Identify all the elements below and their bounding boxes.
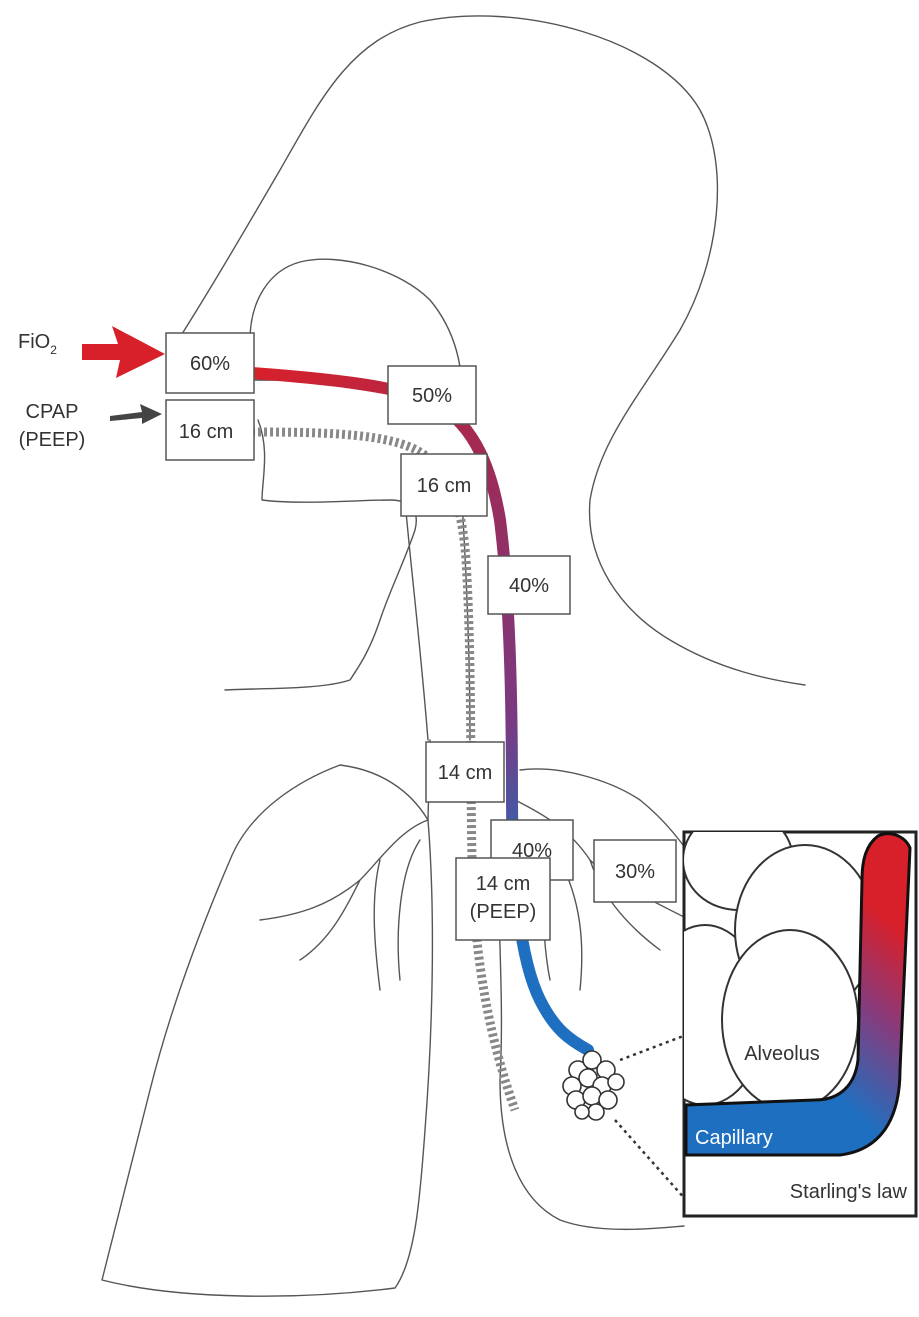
fio2-label: FiO2 [18,331,57,357]
starling-inset: Alveolus Capillary Starling's law [645,810,916,1216]
gray-arrow-icon [110,404,162,424]
alveolus-label: Alveolus [744,1043,820,1065]
left-bronchial-tree [260,820,428,990]
capillary-label: Capillary [695,1127,773,1149]
pressure-label-mouth: 16 cm [166,400,254,460]
cpap-peep-label: (PEEP) [19,429,86,451]
alveolar-cluster-icon [563,1051,624,1120]
svg-text:16 cm: 16 cm [417,475,471,497]
alveolus-bubble [722,930,858,1110]
svg-text:(PEEP): (PEEP) [470,901,537,923]
svg-text:40%: 40% [509,575,549,597]
oxygen-label-trachea: 40% [488,556,570,614]
starling-caption: Starling's law [790,1181,908,1203]
oxygen-label-mouth: 60% [166,333,254,393]
cpap-input: CPAP (PEEP) [19,401,162,451]
cpap-label: CPAP [26,401,79,423]
oxygen-label-alveolar: 30% [594,840,676,902]
pressure-label-pharynx: 16 cm [401,454,487,516]
svg-text:16 cm: 16 cm [179,421,233,443]
pressure-label-trachea: 14 cm [426,742,504,802]
fio2-input: FiO2 [18,326,165,378]
svg-text:30%: 30% [615,861,655,883]
pressure-label-alveolar: 14 cm (PEEP) [456,858,550,940]
red-arrow-icon [82,326,165,378]
svg-text:14 cm: 14 cm [476,873,530,895]
zoom-connector-top [620,1035,686,1060]
svg-text:50%: 50% [412,385,452,407]
oxygen-label-pharynx: 50% [388,366,476,424]
svg-text:14 cm: 14 cm [438,762,492,784]
left-lung-outline [102,765,432,1296]
zoom-connector-bottom [615,1120,686,1200]
svg-text:60%: 60% [190,353,230,375]
